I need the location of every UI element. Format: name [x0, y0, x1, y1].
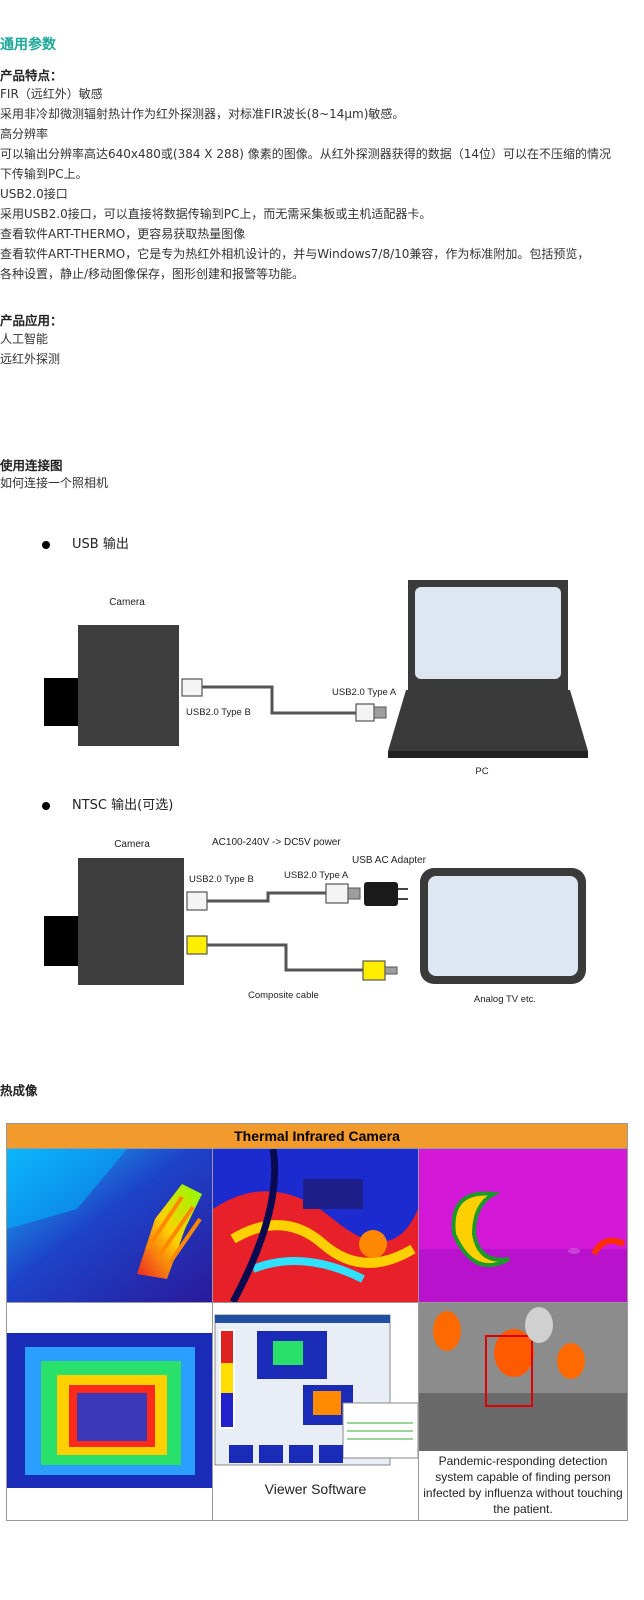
usb-cable: [202, 685, 356, 715]
feature-line: 高分辨率: [0, 127, 49, 141]
application-item: 人工智能: [0, 332, 49, 346]
thermal-image-hand: [7, 1149, 212, 1302]
usb-type-b-plug: [186, 891, 208, 911]
tv-label: Analog TV etc.: [474, 994, 536, 1005]
camera-label: Camera: [114, 839, 150, 850]
table-divider: [418, 1149, 419, 1520]
general-section-title: 通用参数: [0, 37, 56, 53]
power-label: AC100-240V -> DC5V power: [212, 837, 341, 848]
connection-title: 使用连接图: [0, 458, 63, 473]
feature-line: 查看软件ART-THERMO，它是专为热红外相机设计的，并与Windows7/8…: [0, 247, 590, 261]
usb-type-a-label: USB2.0 Type A: [332, 687, 397, 698]
table-divider: [212, 1149, 213, 1520]
pc-label: PC: [475, 766, 488, 777]
camera-label: Camera: [109, 597, 145, 608]
composite-plug-camera: [186, 935, 208, 955]
feature-line: 采用USB2.0接口，可以直接将数据传输到PC上，而无需采集板或主机适配器卡。: [0, 207, 432, 221]
feature-line: 各种设置，静止/移动图像保存，图形创建和报警等功能。: [0, 267, 305, 281]
usb-cable: [207, 891, 326, 903]
thermal-image-chip: [7, 1303, 212, 1520]
features-heading: 产品特点：: [0, 68, 63, 83]
feature-line: USB2.0接口: [0, 187, 68, 201]
viewer-software-screenshot: Viewer Software: [213, 1303, 418, 1520]
laptop-base: [388, 751, 588, 758]
features-list: FIR（远红外）敏感 采用非冷却微测辐射热计作为红外探测器，对标准FIR波长(8…: [0, 84, 611, 284]
composite-cable: [207, 943, 363, 972]
usb-ac-adapter-label: USB AC Adapter: [352, 855, 427, 866]
thermal-image-pandemic: Pandemic-responding detection system cap…: [419, 1303, 627, 1520]
thermal-image-table: Thermal Infrared Camera: [6, 1123, 628, 1521]
thermal-banner: Thermal Infrared Camera: [7, 1124, 627, 1149]
feature-line: 采用非冷却微测辐射热计作为红外探测器，对标准FIR波长(8~14μm)敏感。: [0, 107, 405, 121]
usb-type-a-tip: [373, 706, 387, 719]
bullet-dot-icon: [42, 540, 50, 549]
feature-line: FIR（远红外）敏感: [0, 87, 103, 101]
application-item: 远红外探测: [0, 352, 61, 366]
ntsc-bullet: NTSC 输出(可选): [42, 794, 173, 813]
usb-type-a-tip: [347, 887, 361, 900]
thermal-section-title: 热成像: [0, 1083, 38, 1098]
camera-body: [78, 858, 184, 985]
usb-type-b-plug: [181, 678, 203, 697]
pandemic-caption: Pandemic-responding detection system cap…: [423, 1454, 623, 1516]
usb-bullet-label: USB 输出: [72, 537, 129, 552]
tv-screen: [428, 876, 578, 976]
thermal-image-objects: [419, 1149, 627, 1302]
ntsc-bullet-label: NTSC 输出(可选): [72, 798, 174, 813]
laptop-screen: [415, 587, 561, 679]
viewer-software-caption: Viewer Software: [264, 1481, 367, 1497]
feature-line: 下传输到PC上。: [0, 167, 88, 181]
thermal-image-circuit: [213, 1149, 418, 1302]
camera-lens: [44, 916, 80, 966]
applications-heading: 产品应用：: [0, 313, 63, 328]
usb-type-a-plug: [325, 883, 349, 904]
table-divider: [7, 1302, 627, 1303]
bullet-dot-icon: [42, 801, 50, 810]
applications-list: 人工智能 远红外探测: [0, 329, 60, 369]
camera-lens: [44, 678, 80, 726]
laptop-keyboard: [388, 690, 588, 751]
usb-type-a-label: USB2.0 Type A: [284, 870, 349, 881]
composite-plug-tv: [362, 960, 386, 981]
composite-cable-label: Composite cable: [248, 990, 319, 1001]
usb-connection-diagram: Camera USB2.0 Type B USB2.0 Type A PC: [44, 580, 588, 777]
feature-line: 查看软件ART-THERMO，更容易获取热量图像: [0, 227, 246, 241]
usb-type-b-label: USB2.0 Type B: [189, 874, 254, 885]
usb-bullet: USB 输出: [42, 533, 129, 552]
usb-ac-adapter: [364, 882, 398, 906]
ntsc-connection-diagram: Camera AC100-240V -> DC5V power USB AC A…: [44, 837, 586, 1005]
camera-body: [78, 625, 179, 746]
composite-plug-tip: [384, 966, 398, 975]
usb-type-a-plug: [355, 703, 375, 722]
usb-type-b-label: USB2.0 Type B: [186, 707, 251, 718]
connection-subtitle: 如何连接一个照相机: [0, 476, 109, 490]
feature-line: 可以输出分辨率高达640x480或(384 X 288) 像素的图像。从红外探测…: [0, 147, 612, 161]
